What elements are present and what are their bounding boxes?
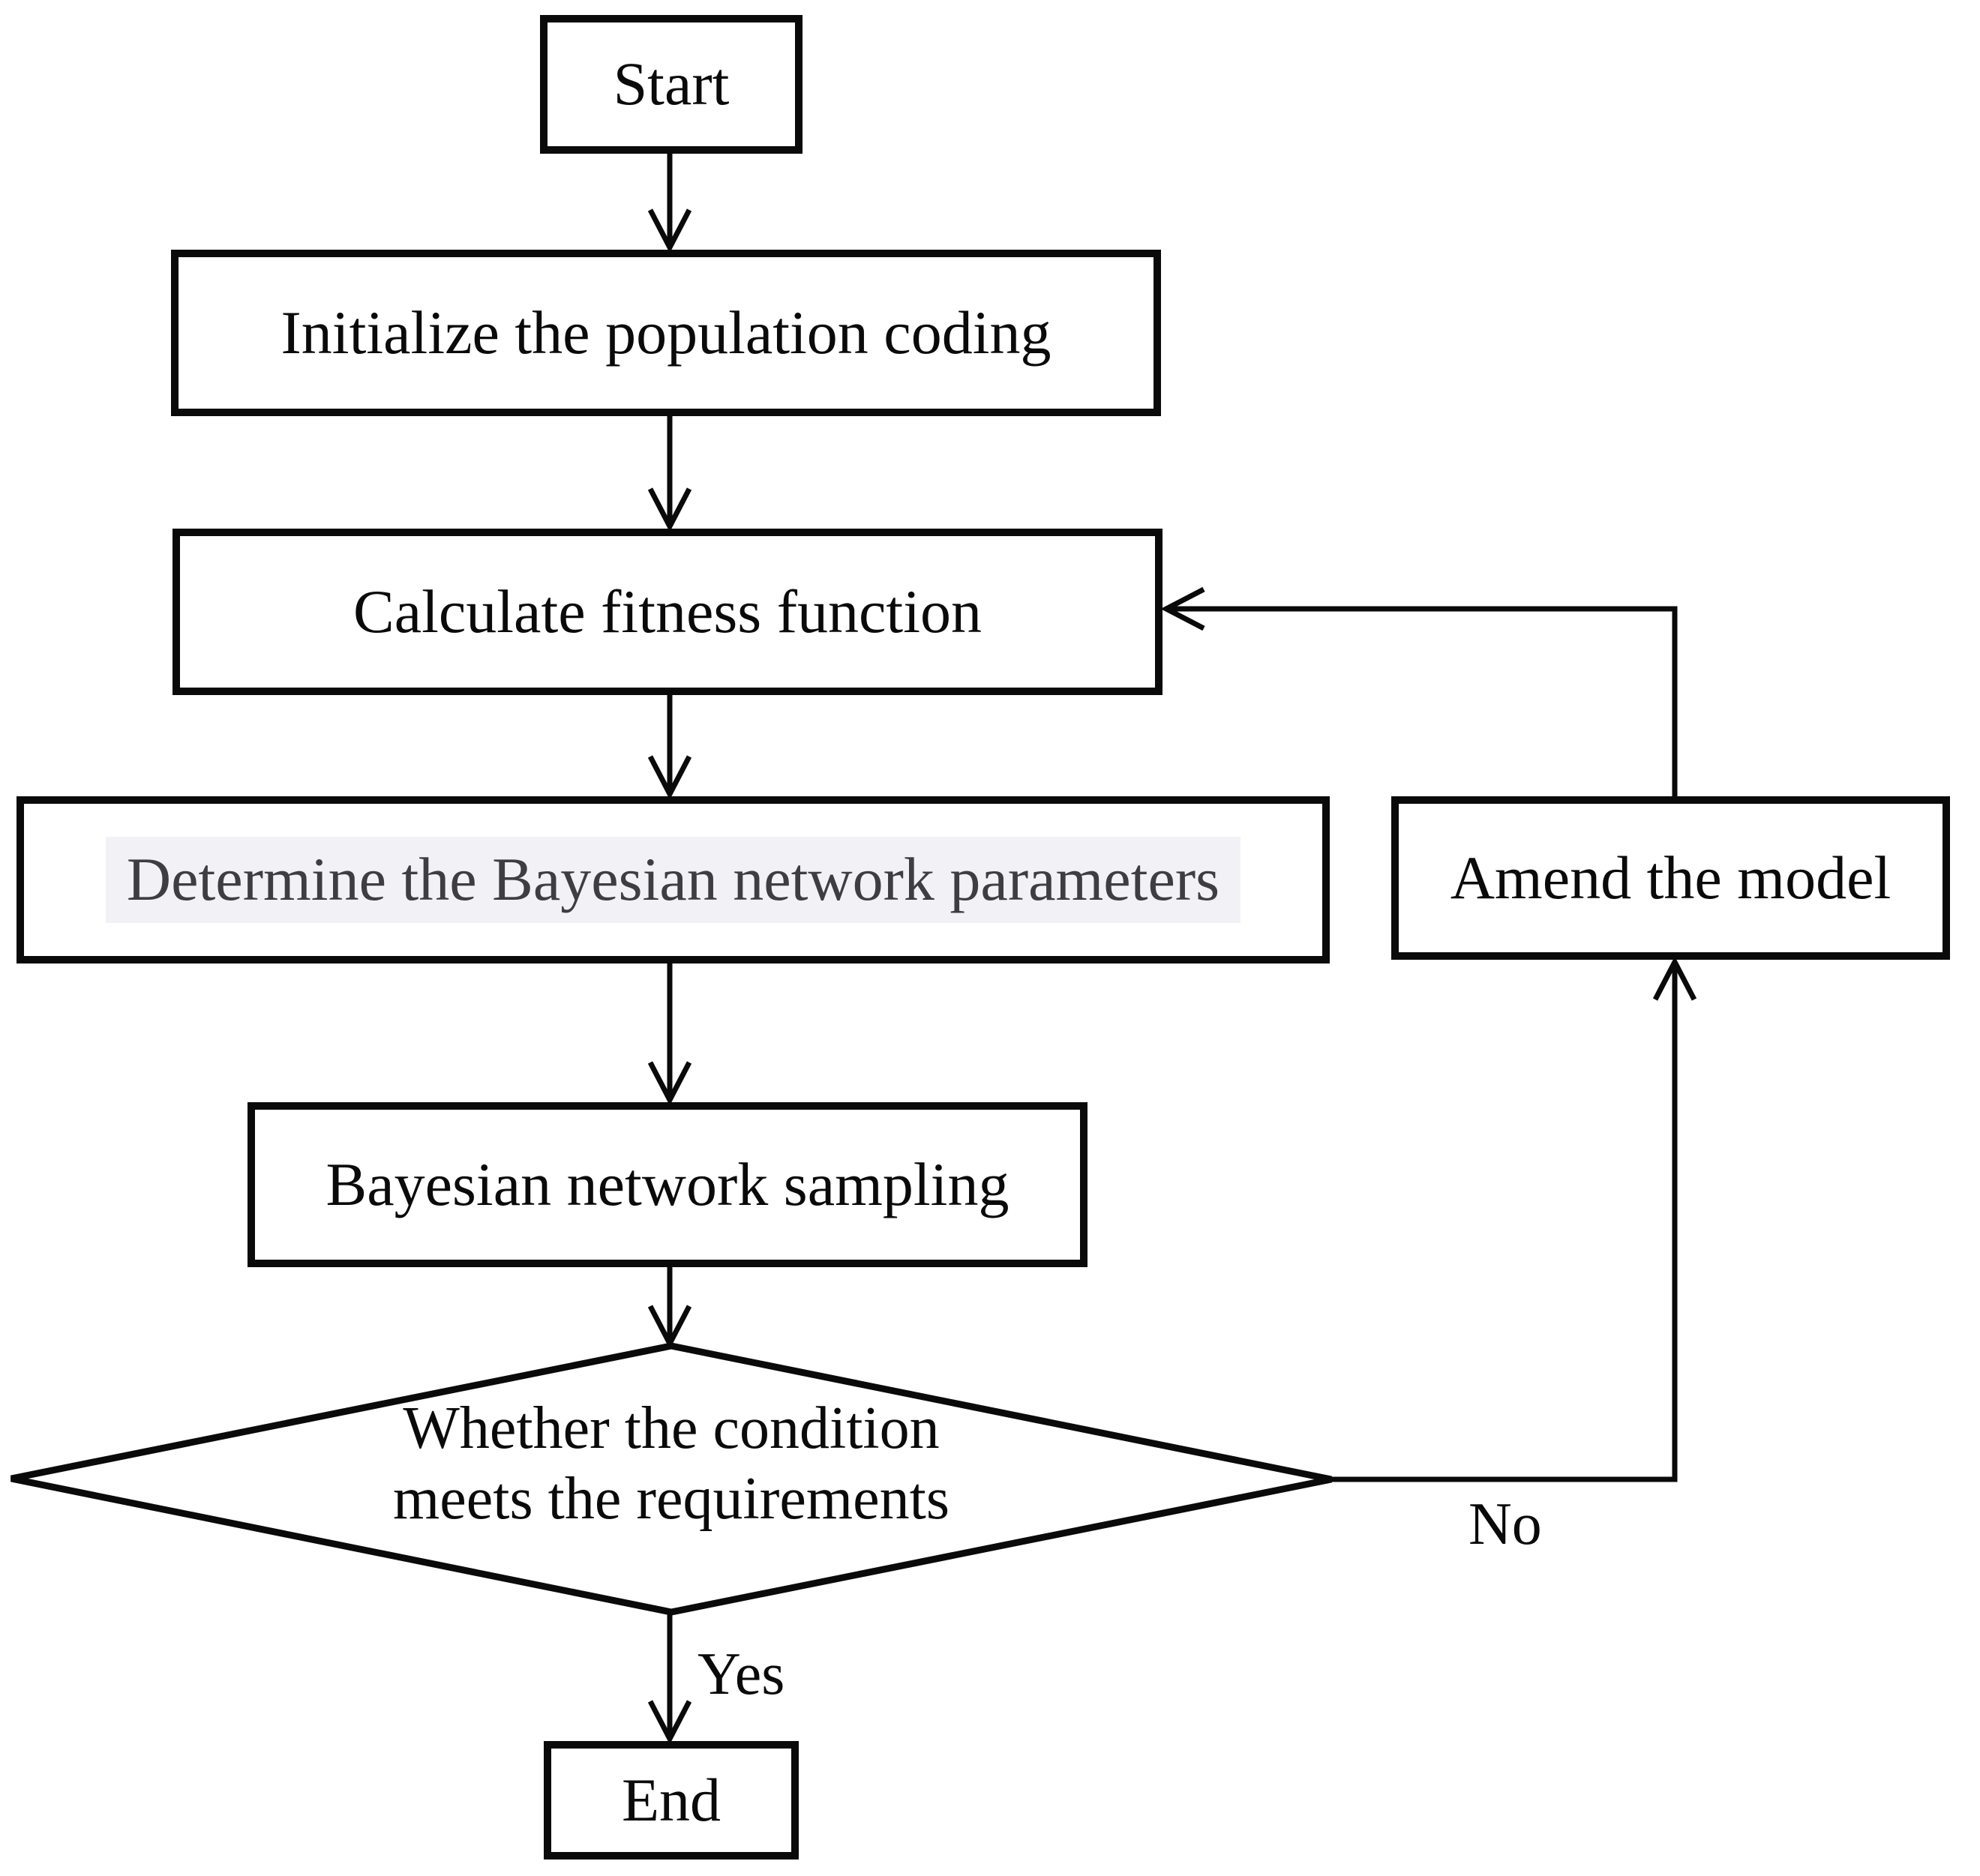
node-sampling-label: Bayesian network sampling: [326, 1149, 1010, 1218]
edge-condition-amend: [1331, 956, 1697, 1482]
node-amend: Amend the model: [1391, 796, 1950, 960]
node-initialize-label: Initialize the population coding: [280, 298, 1052, 367]
node-end-label: End: [621, 1765, 722, 1834]
decision-condition-label-line1: Whether the condition: [403, 1395, 940, 1461]
node-end: End: [544, 1741, 799, 1860]
node-start-label: Start: [613, 49, 730, 118]
node-determine: Determine the Bayesian network parameter…: [16, 796, 1330, 963]
yes-label: Yes: [698, 1641, 785, 1707]
node-calculate-label: Calculate fitness function: [353, 577, 982, 646]
node-initialize: Initialize the population coding: [171, 250, 1161, 416]
decision-condition-label: Whether the condition meets the requirem…: [184, 1393, 1159, 1535]
no-label: No: [1468, 1491, 1542, 1557]
node-start: Start: [540, 15, 802, 154]
node-sampling: Bayesian network sampling: [248, 1102, 1088, 1267]
node-calculate: Calculate fitness function: [172, 529, 1162, 695]
node-determine-label: Determine the Bayesian network parameter…: [105, 837, 1241, 923]
decision-condition-label-line2: meets the requirements: [393, 1466, 950, 1533]
edge-amend-calculate: [1160, 586, 1678, 796]
node-amend-label: Amend the model: [1450, 843, 1892, 912]
decision-condition-shape: [10, 1342, 1332, 1616]
